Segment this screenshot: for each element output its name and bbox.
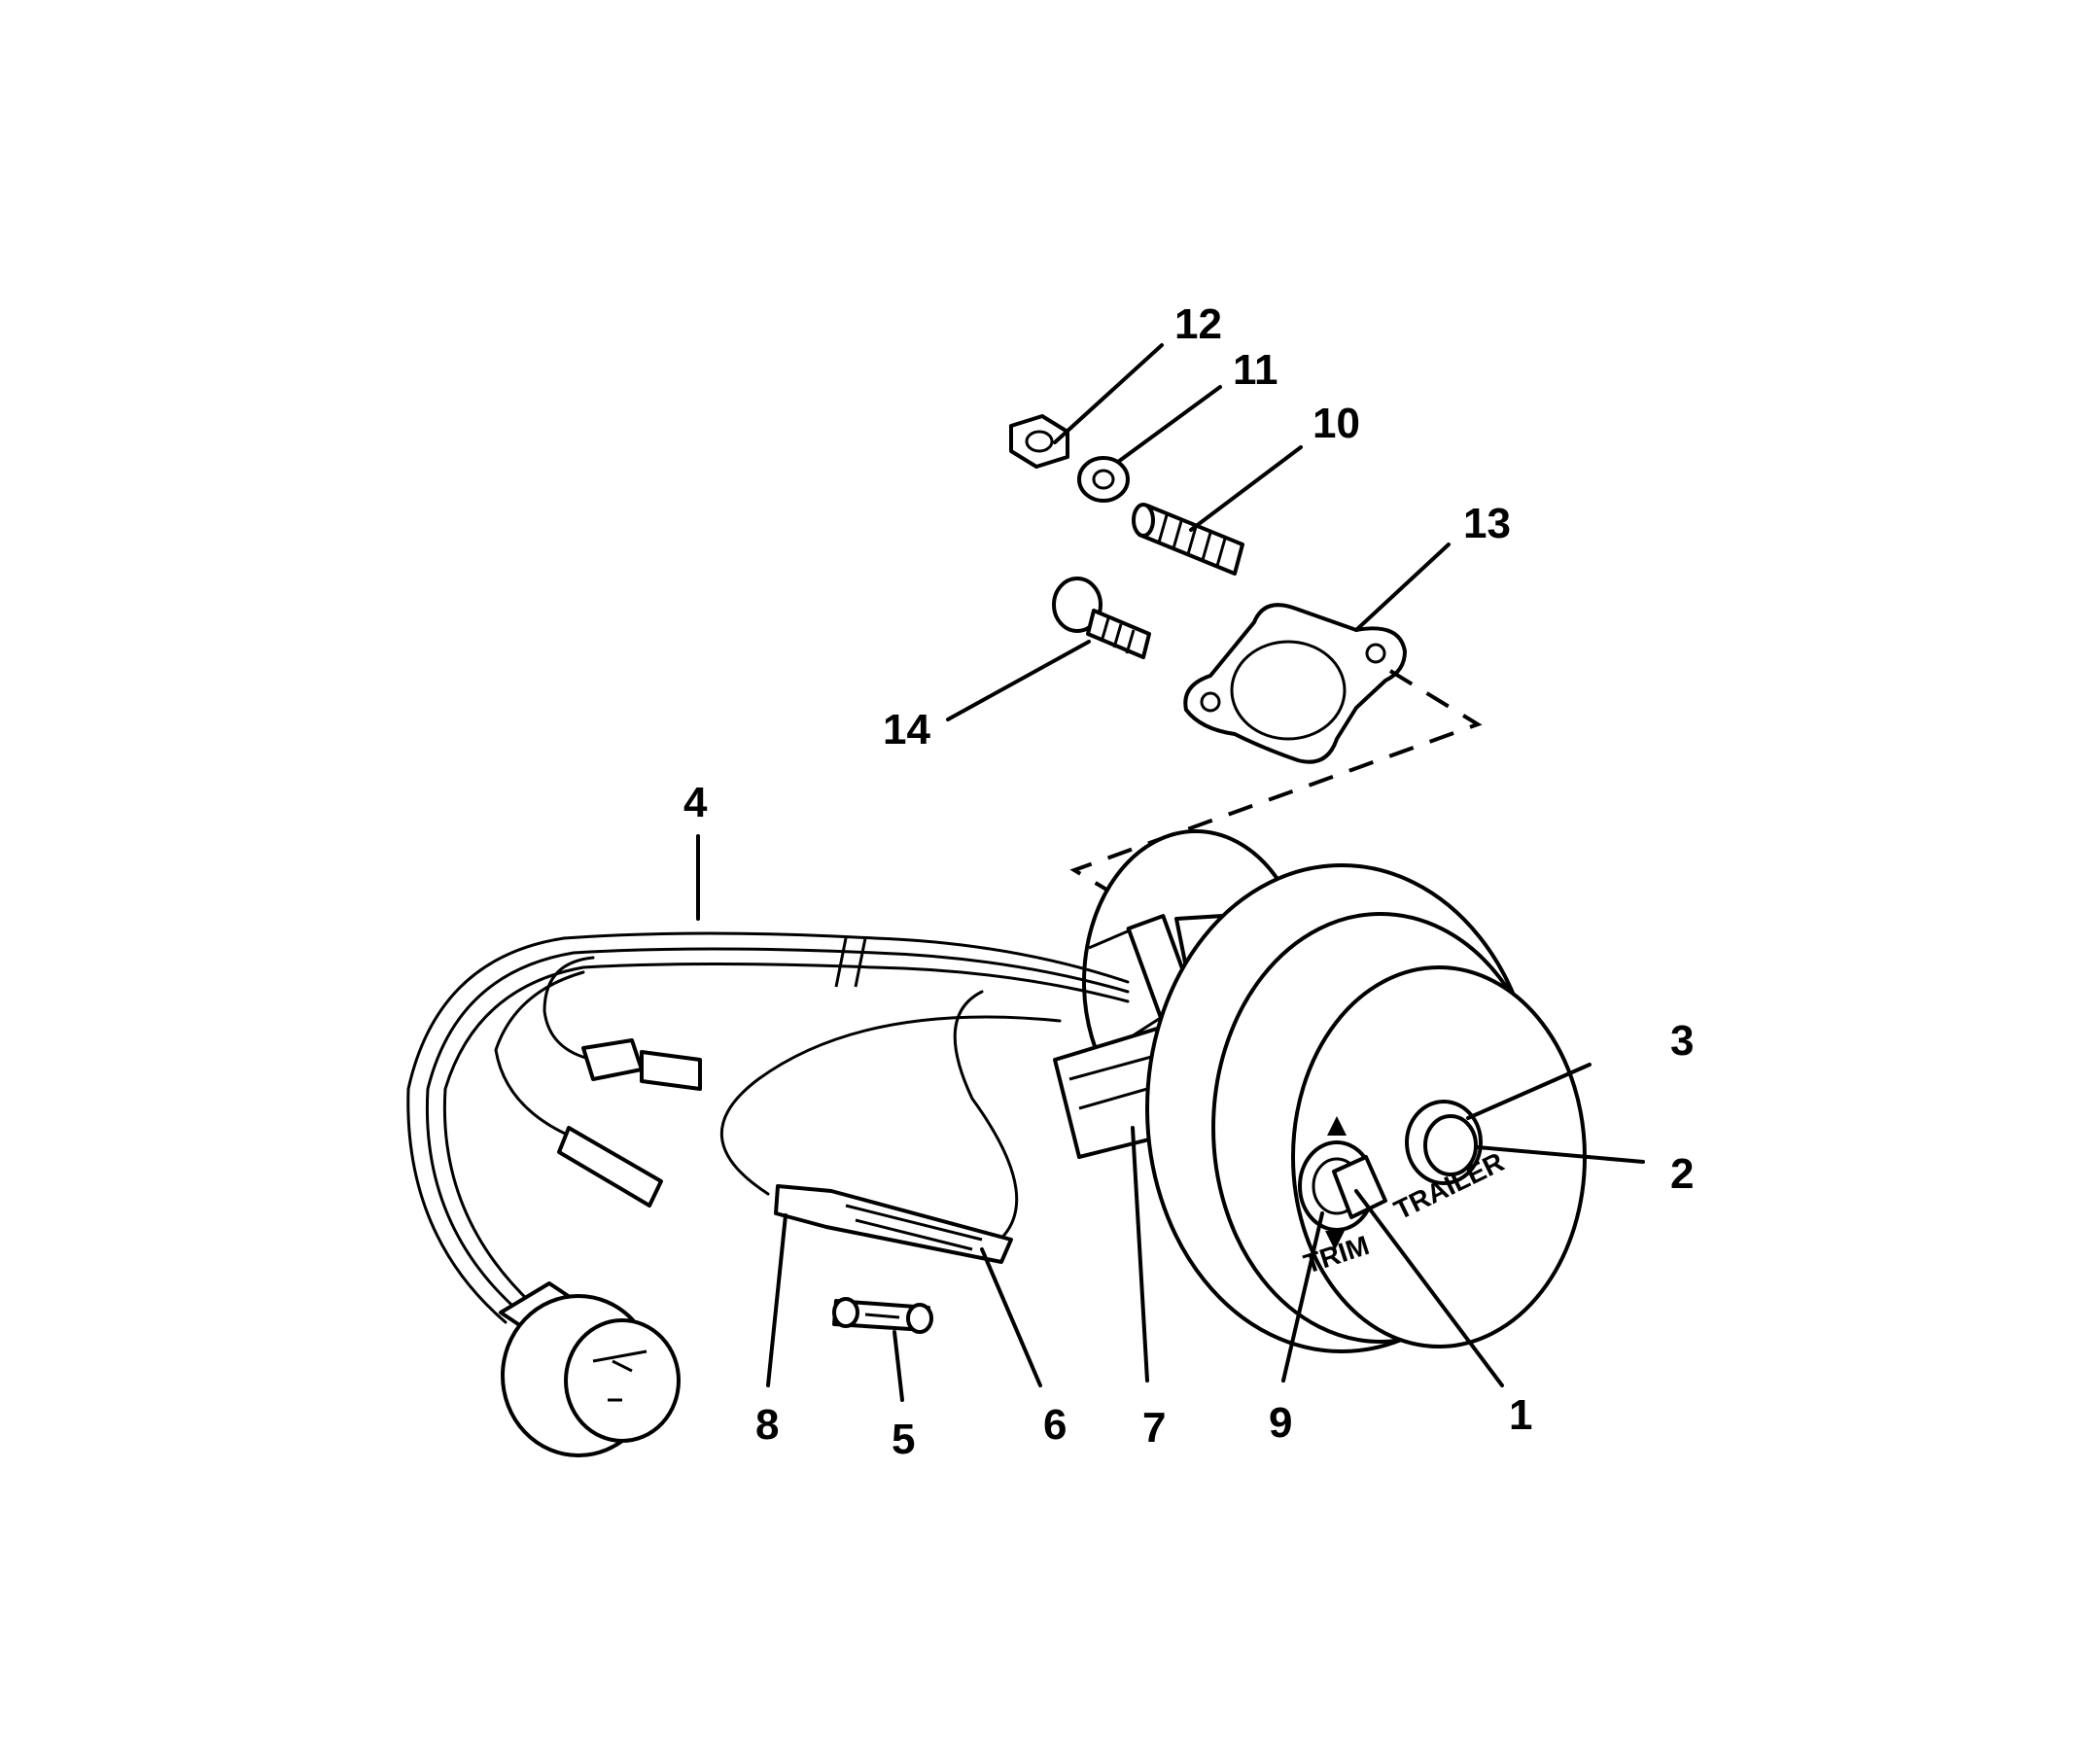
callout-8: 8 bbox=[755, 1401, 779, 1449]
callout-6: 6 bbox=[1043, 1401, 1067, 1449]
trailer-push-button bbox=[1405, 1100, 1483, 1185]
callout-4: 4 bbox=[683, 779, 708, 826]
up-arrow-icon bbox=[1327, 1116, 1347, 1136]
fuse-holder-lead bbox=[720, 990, 1062, 1264]
mounting-screw bbox=[1052, 577, 1151, 659]
wiring-harness bbox=[406, 931, 1130, 1457]
callout-14: 14 bbox=[883, 706, 930, 753]
callout-3: 3 bbox=[1670, 1017, 1694, 1065]
hex-nut bbox=[1009, 414, 1069, 469]
callout-2: 2 bbox=[1670, 1150, 1694, 1198]
glass-fuse bbox=[832, 1297, 933, 1334]
lock-washer bbox=[1077, 456, 1130, 503]
leader-lines bbox=[696, 343, 1645, 1402]
callout-12: 12 bbox=[1174, 300, 1222, 348]
callout-9: 9 bbox=[1269, 1399, 1292, 1447]
callout-13: 13 bbox=[1463, 500, 1511, 547]
callout-11: 11 bbox=[1233, 346, 1278, 394]
threaded-stud bbox=[1132, 503, 1244, 576]
trim-switch-housing bbox=[1053, 829, 1587, 1353]
mounting-gasket bbox=[1183, 603, 1407, 764]
trim-toggle-switch bbox=[1298, 1116, 1387, 1250]
callout-7: 7 bbox=[1142, 1404, 1166, 1452]
callout-10: 10 bbox=[1312, 400, 1360, 447]
callout-5: 5 bbox=[892, 1416, 915, 1463]
down-arrow-icon bbox=[1325, 1231, 1345, 1250]
callout-1: 1 bbox=[1509, 1391, 1532, 1439]
